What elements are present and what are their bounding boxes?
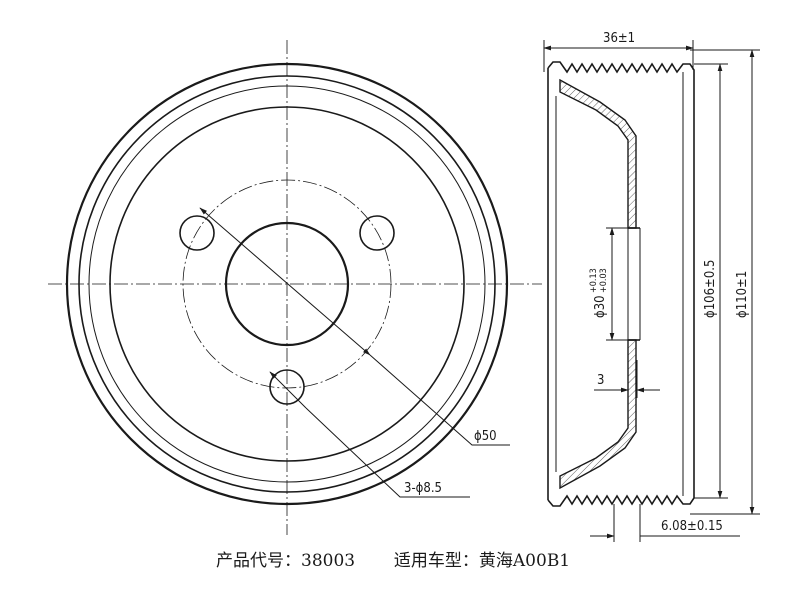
pcd-dimension-label: ϕ50 bbox=[474, 429, 497, 444]
bore-tolerance-upper: +0.13 bbox=[589, 268, 599, 293]
outer-rim-circle bbox=[65, 62, 509, 506]
bolt-hole-top-right bbox=[359, 215, 395, 251]
wall-dimension-label: 3 bbox=[597, 373, 604, 388]
hole-dimension-label: 3-ϕ8.5 bbox=[404, 481, 442, 496]
bore-tolerance-lower: +0.03 bbox=[599, 268, 609, 293]
bore-dimension-label: ϕ30 bbox=[593, 295, 608, 318]
hole-leader-line bbox=[305, 407, 470, 498]
front-view: ϕ50 3-ϕ8.5 bbox=[48, 40, 542, 535]
rim-inner-circle bbox=[78, 75, 496, 493]
web-section-lower bbox=[559, 339, 637, 490]
product-code-label: 产品代号：38003 bbox=[216, 551, 356, 571]
vehicle-model-label: 适用车型：黄海A00B1 bbox=[393, 551, 571, 571]
drum-face-circle bbox=[109, 106, 465, 462]
pcd-dimension-line bbox=[199, 207, 371, 356]
bolt-hole-bottom bbox=[269, 369, 305, 405]
side-section-view: 36±1 ϕ30 +0.13 +0.03 3 bbox=[543, 31, 760, 542]
inner-diameter-label: ϕ106±0.5 bbox=[703, 260, 718, 318]
rim-step-circle bbox=[88, 85, 486, 483]
drawing-caption: 产品代号：38003 适用车型：黄海A00B1 bbox=[216, 546, 570, 571]
bolt-hole-top-left bbox=[179, 215, 215, 251]
groove-dimension-label: 6.08±0.15 bbox=[661, 519, 723, 534]
outer-diameter-label: ϕ110±1 bbox=[735, 271, 750, 318]
pcd-leader-line bbox=[369, 354, 510, 446]
bolt-pitch-circle bbox=[182, 179, 392, 389]
profile-upper-outline bbox=[547, 61, 695, 507]
web-section-upper bbox=[559, 78, 637, 229]
hole-dimension-line bbox=[269, 371, 307, 409]
bore-dimension-text-group: ϕ30 +0.13 +0.03 bbox=[589, 268, 609, 318]
width-dimension-label: 36±1 bbox=[603, 31, 635, 46]
